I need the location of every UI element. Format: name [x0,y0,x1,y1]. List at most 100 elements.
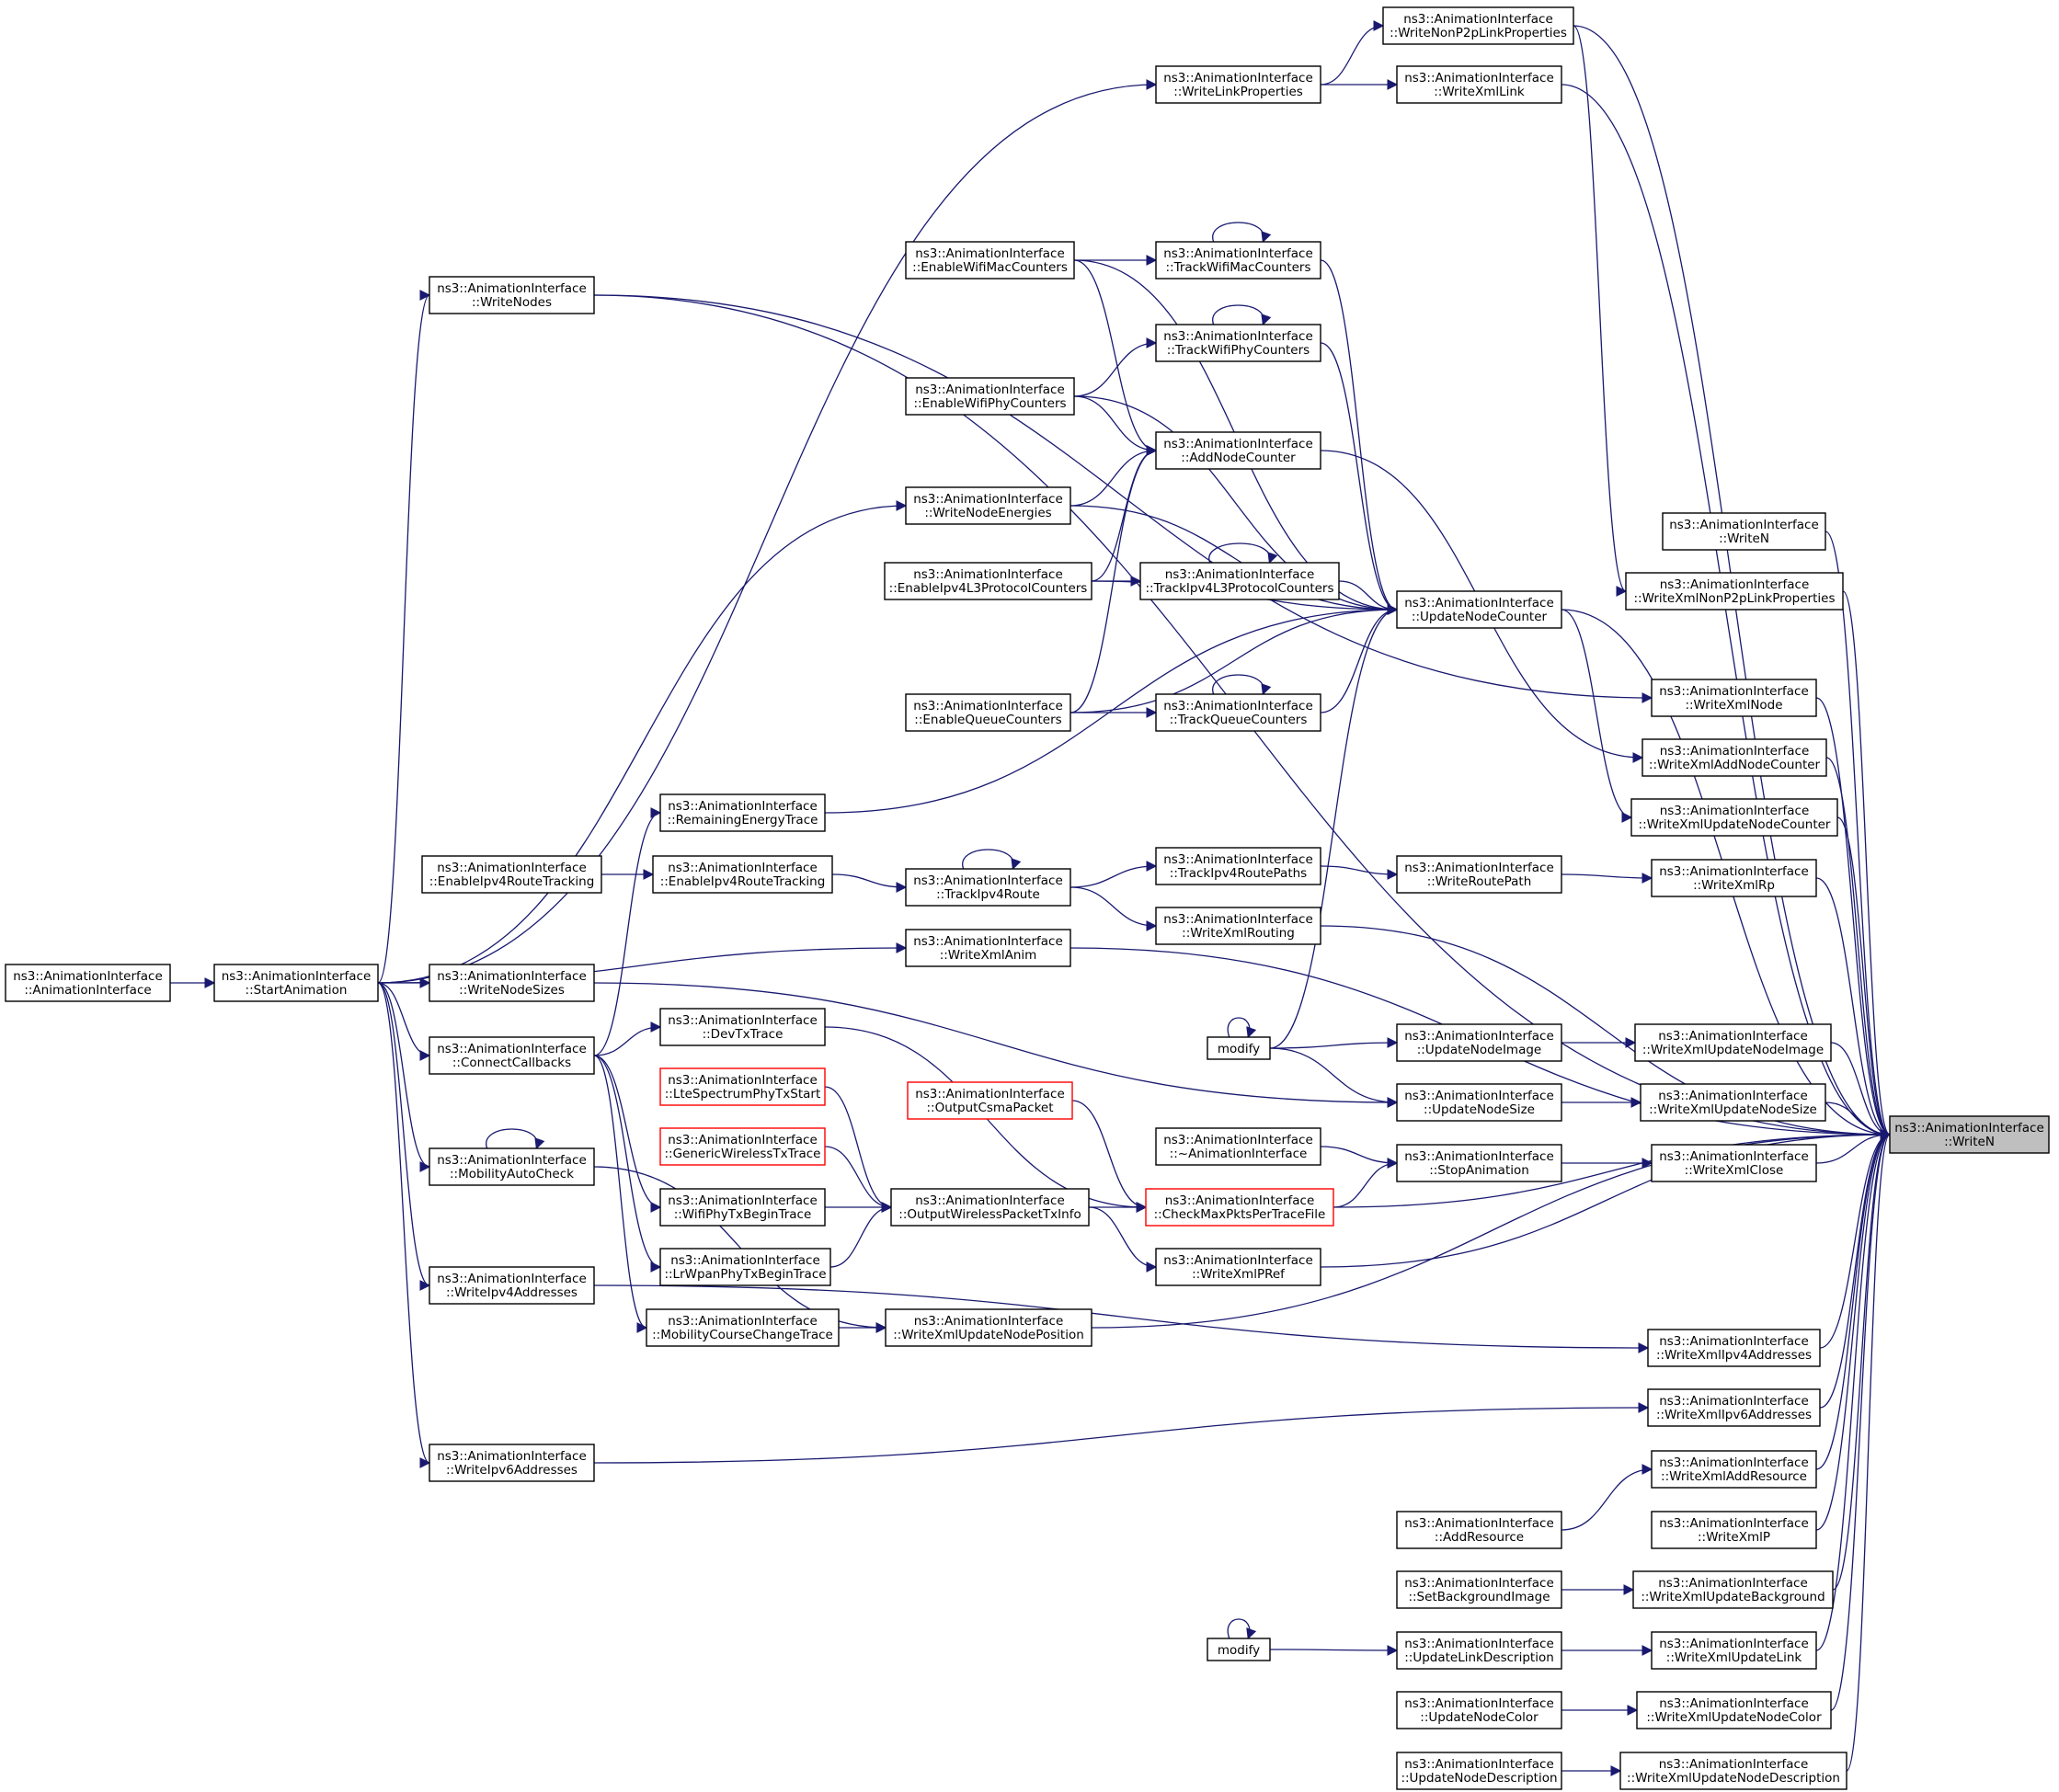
node-write-xml-p[interactable]: ns3::AnimationInterface::WriteXmlP [1651,1511,1817,1549]
node-box[interactable] [1155,241,1321,280]
node-box[interactable] [659,793,826,832]
node-box[interactable] [1396,1144,1562,1182]
node-box[interactable] [1641,738,1827,777]
node-write-ipv6-addresses[interactable]: ns3::AnimationInterface::WriteIpv6Addres… [429,1444,595,1482]
node-write-xml-anim[interactable]: ns3::AnimationInterface::WriteXmlAnim [905,929,1071,967]
node-write-xml-update-node-size[interactable]: ns3::AnimationInterface::WriteXmlUpdateN… [1640,1083,1826,1122]
node-writen-other[interactable]: ns3::AnimationInterface::WriteN [1662,512,1826,551]
node-write-xml-update-node-color[interactable]: ns3::AnimationInterface::WriteXmlUpdateN… [1636,1691,1832,1729]
node-box[interactable] [659,1127,826,1166]
node-box[interactable] [659,1008,826,1046]
node-box[interactable] [429,1036,595,1075]
node-enable-ipv4-l3-protocol-counters[interactable]: ns3::AnimationInterface::EnableIpv4L3Pro… [884,562,1092,600]
node-output-wireless-packet-tx-info[interactable]: ns3::AnimationInterface::OutputWirelessP… [890,1188,1090,1227]
node-add-node-counter[interactable]: ns3::AnimationInterface::AddNodeCounter [1155,431,1321,470]
node-box[interactable] [1651,1631,1817,1670]
node-box[interactable] [1382,6,1574,45]
node-box[interactable] [659,1188,826,1227]
node-box[interactable] [1396,1023,1562,1062]
node-box[interactable] [905,868,1071,907]
node-box[interactable] [1155,693,1321,732]
node-write-xml-update-background[interactable]: ns3::AnimationInterface::WriteXmlUpdateB… [1632,1570,1834,1609]
node-box[interactable] [890,1188,1090,1227]
node-update-link-description[interactable]: ns3::AnimationInterface::UpdateLinkDescr… [1396,1631,1562,1670]
node-box[interactable] [1396,1631,1562,1670]
node-modify-b[interactable]: modify [1207,1638,1271,1661]
node-box[interactable] [1625,572,1844,611]
node-write-route-path[interactable]: ns3::AnimationInterface::WriteRoutePath [1396,855,1562,894]
node-enable-ipv4-route-tracking-b[interactable]: ns3::AnimationInterface::EnableIpv4Route… [652,855,833,894]
node-box[interactable] [905,693,1071,732]
node-write-xml-ipv6-addresses[interactable]: ns3::AnimationInterface::WriteXmlIpv6Add… [1647,1388,1821,1427]
node-box[interactable] [659,1248,831,1286]
node-box[interactable] [1155,324,1321,362]
node-box[interactable] [429,964,595,1002]
node-update-node-size[interactable]: ns3::AnimationInterface::UpdateNodeSize [1396,1083,1562,1122]
node-anim-ctor[interactable]: ns3::AnimationInterface::AnimationInterf… [5,964,171,1002]
node-box[interactable] [1396,590,1562,629]
node-mobility-course-change-trace[interactable]: ns3::AnimationInterface::MobilityCourseC… [646,1308,840,1347]
node-box[interactable] [1207,1036,1271,1060]
node-write-node-sizes[interactable]: ns3::AnimationInterface::WriteNodeSizes [429,964,595,1002]
node-box[interactable] [1651,1450,1817,1489]
node-box[interactable] [1630,798,1838,837]
node-box[interactable] [1651,1144,1817,1182]
node-box[interactable] [1634,1023,1832,1062]
node-check-max-pkts-per-trace-file[interactable]: ns3::AnimationInterface::CheckMaxPktsPer… [1145,1188,1334,1227]
node-track-ipv4-l3-protocol-counters[interactable]: ns3::AnimationInterface::TrackIpv4L3Prot… [1139,562,1340,600]
node-lte-spectrum-phy-tx-start[interactable]: ns3::AnimationInterface::LteSpectrumPhyT… [659,1067,826,1106]
node-box[interactable] [884,562,1092,600]
node-track-wifi-mac-counters[interactable]: ns3::AnimationInterface::TrackWifiMacCou… [1155,241,1321,280]
node-write-xml-update-node-counter[interactable]: ns3::AnimationInterface::WriteXmlUpdateN… [1630,798,1838,837]
node-box[interactable] [1139,562,1340,600]
node-write-link-properties[interactable]: ns3::AnimationInterface::WriteLinkProper… [1155,65,1321,104]
node-update-node-image[interactable]: ns3::AnimationInterface::UpdateNodeImage [1396,1023,1562,1062]
node-box[interactable] [1636,1691,1832,1729]
node-write-xml-update-link[interactable]: ns3::AnimationInterface::WriteXmlUpdateL… [1651,1631,1817,1670]
node-write-node-energies[interactable]: ns3::AnimationInterface::WriteNodeEnergi… [905,486,1071,525]
node-box[interactable] [1396,1691,1562,1729]
node-enable-ipv4-route-tracking-a[interactable]: ns3::AnimationInterface::EnableIpv4Route… [421,855,602,894]
node-box[interactable] [1155,1127,1321,1166]
node-enable-queue-counters[interactable]: ns3::AnimationInterface::EnableQueueCoun… [905,693,1071,732]
node-update-node-color[interactable]: ns3::AnimationInterface::UpdateNodeColor [1396,1691,1562,1729]
node-box[interactable] [1889,1115,2050,1154]
node-box[interactable] [1396,1570,1562,1609]
node-write-xml-update-node-image[interactable]: ns3::AnimationInterface::WriteXmlUpdateN… [1634,1023,1832,1062]
node-write-xml-add-resource[interactable]: ns3::AnimationInterface::WriteXmlAddReso… [1651,1450,1817,1489]
node-mobility-auto-check[interactable]: ns3::AnimationInterface::MobilityAutoChe… [429,1147,595,1186]
node-destructor[interactable]: ns3::AnimationInterface::~AnimationInter… [1155,1127,1321,1166]
node-write-xml-ipv4-addresses[interactable]: ns3::AnimationInterface::WriteXmlIpv4Add… [1647,1329,1821,1367]
node-box[interactable] [1207,1638,1271,1661]
node-box[interactable] [905,486,1071,525]
node-track-ipv4-route-paths[interactable]: ns3::AnimationInterface::TrackIpv4RouteP… [1155,847,1321,885]
node-box[interactable] [1396,1752,1562,1790]
node-box[interactable] [429,1444,595,1482]
node-track-queue-counters[interactable]: ns3::AnimationInterface::TrackQueueCount… [1155,693,1321,732]
node-box[interactable] [1396,1083,1562,1122]
node-writen-target[interactable]: ns3::AnimationInterface::WriteN [1889,1115,2050,1154]
node-stop-animation[interactable]: ns3::AnimationInterface::StopAnimation [1396,1144,1562,1182]
node-box[interactable] [1396,65,1562,104]
node-update-node-description[interactable]: ns3::AnimationInterface::UpdateNodeDescr… [1396,1752,1562,1790]
node-write-nodes[interactable]: ns3::AnimationInterface::WriteNodes [429,276,595,314]
node-box[interactable] [1155,431,1321,470]
node-box[interactable] [1155,847,1321,885]
node-connect-callbacks[interactable]: ns3::AnimationInterface::ConnectCallback… [429,1036,595,1075]
node-start-animation[interactable]: ns3::AnimationInterface::StartAnimation [213,964,379,1002]
node-dev-tx-trace[interactable]: ns3::AnimationInterface::DevTxTrace [659,1008,826,1046]
node-box[interactable] [652,855,833,894]
node-box[interactable] [1396,1511,1562,1549]
node-write-xml-update-node-description[interactable]: ns3::AnimationInterface::WriteXmlUpdateN… [1619,1752,1847,1790]
node-track-wifi-phy-counters[interactable]: ns3::AnimationInterface::TrackWifiPhyCou… [1155,324,1321,362]
node-enable-wifi-phy-counters[interactable]: ns3::AnimationInterface::EnableWifiPhyCo… [905,377,1075,416]
node-box[interactable] [646,1308,840,1347]
node-box[interactable] [1640,1083,1826,1122]
node-modify-a[interactable]: modify [1207,1036,1271,1060]
node-write-xml-rp[interactable]: ns3::AnimationInterface::WriteXmlRp [1651,859,1817,897]
node-write-xml-routing[interactable]: ns3::AnimationInterface::WriteXmlRouting [1155,907,1321,945]
node-write-xml-update-node-position[interactable]: ns3::AnimationInterface::WriteXmlUpdateN… [885,1308,1092,1347]
node-box[interactable] [429,1147,595,1186]
node-box[interactable] [1647,1388,1821,1427]
node-box[interactable] [429,1266,595,1305]
